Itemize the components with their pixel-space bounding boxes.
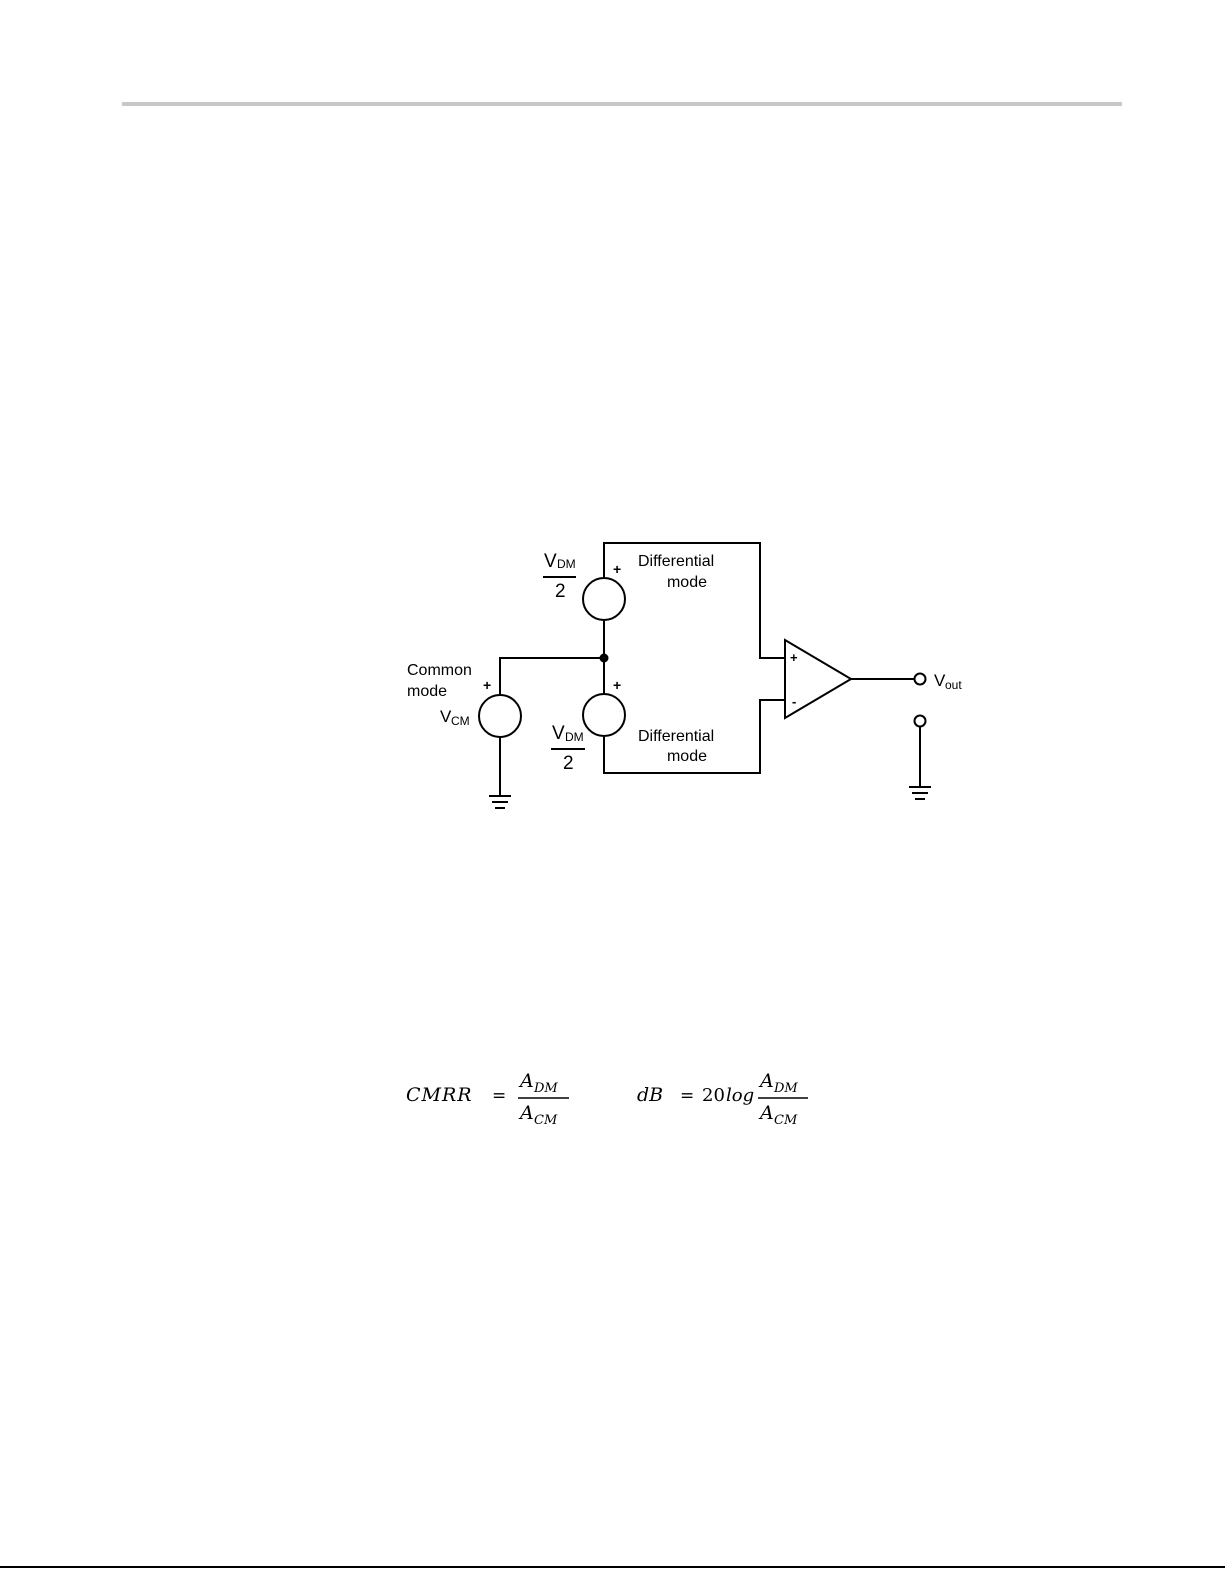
source-bottom-sub: DM bbox=[565, 730, 584, 744]
db-num-a: A bbox=[758, 1070, 774, 1092]
label-diff-bottom-2: mode bbox=[667, 748, 707, 765]
junction-dot bbox=[600, 654, 609, 663]
label-diff-top-1: Differential bbox=[638, 553, 714, 570]
equation-db: dB = 20 log A DM A CM bbox=[637, 1070, 808, 1128]
db-den-sub: CM bbox=[774, 1113, 798, 1128]
label-common-1: Common bbox=[407, 662, 472, 679]
source-common-circle bbox=[479, 695, 521, 737]
cmrr-eq: = bbox=[492, 1086, 506, 1106]
cmrr-num-sub: DM bbox=[533, 1081, 558, 1096]
source-bottom-plus: + bbox=[613, 677, 621, 693]
source-common-plus: + bbox=[483, 677, 491, 693]
ground-icon bbox=[489, 796, 511, 808]
cmrr-lhs: CMRR bbox=[406, 1084, 473, 1106]
source-common-sub: CM bbox=[451, 714, 470, 728]
source-bottom-den: 2 bbox=[563, 753, 574, 774]
label-common-2: mode bbox=[407, 683, 447, 700]
cmrr-num-a: A bbox=[518, 1070, 534, 1092]
output-terminal bbox=[915, 674, 926, 685]
source-bottom-v: V bbox=[552, 723, 565, 744]
opamp-plus: + bbox=[790, 650, 798, 665]
db-lhs: dB bbox=[637, 1084, 663, 1106]
db-func: log bbox=[726, 1085, 754, 1106]
ground-icon bbox=[909, 787, 931, 799]
wire-common bbox=[500, 658, 604, 694]
source-top-v: V bbox=[544, 551, 557, 572]
label-diff-top-2: mode bbox=[667, 574, 707, 591]
equation-cmrr: CMRR = A DM A CM bbox=[406, 1070, 569, 1128]
source-top-den: 2 bbox=[555, 581, 566, 602]
footer-rule bbox=[0, 1566, 1225, 1568]
db-coef: 20 bbox=[702, 1085, 725, 1106]
output-sub: out bbox=[945, 678, 962, 692]
db-den-a: A bbox=[758, 1102, 774, 1124]
label-diff-bottom-1: Differential bbox=[638, 728, 714, 745]
source-top-plus: + bbox=[613, 561, 621, 577]
db-num-sub: DM bbox=[773, 1081, 798, 1096]
source-top-circle bbox=[583, 578, 625, 620]
reference-terminal bbox=[915, 716, 926, 727]
cmrr-den-a: A bbox=[518, 1102, 534, 1124]
db-eq: = bbox=[680, 1086, 694, 1106]
source-bottom-circle bbox=[583, 694, 625, 736]
source-top-sub: DM bbox=[557, 557, 576, 571]
cmrr-den-sub: CM bbox=[534, 1113, 558, 1128]
opamp-minus: - bbox=[792, 694, 796, 709]
